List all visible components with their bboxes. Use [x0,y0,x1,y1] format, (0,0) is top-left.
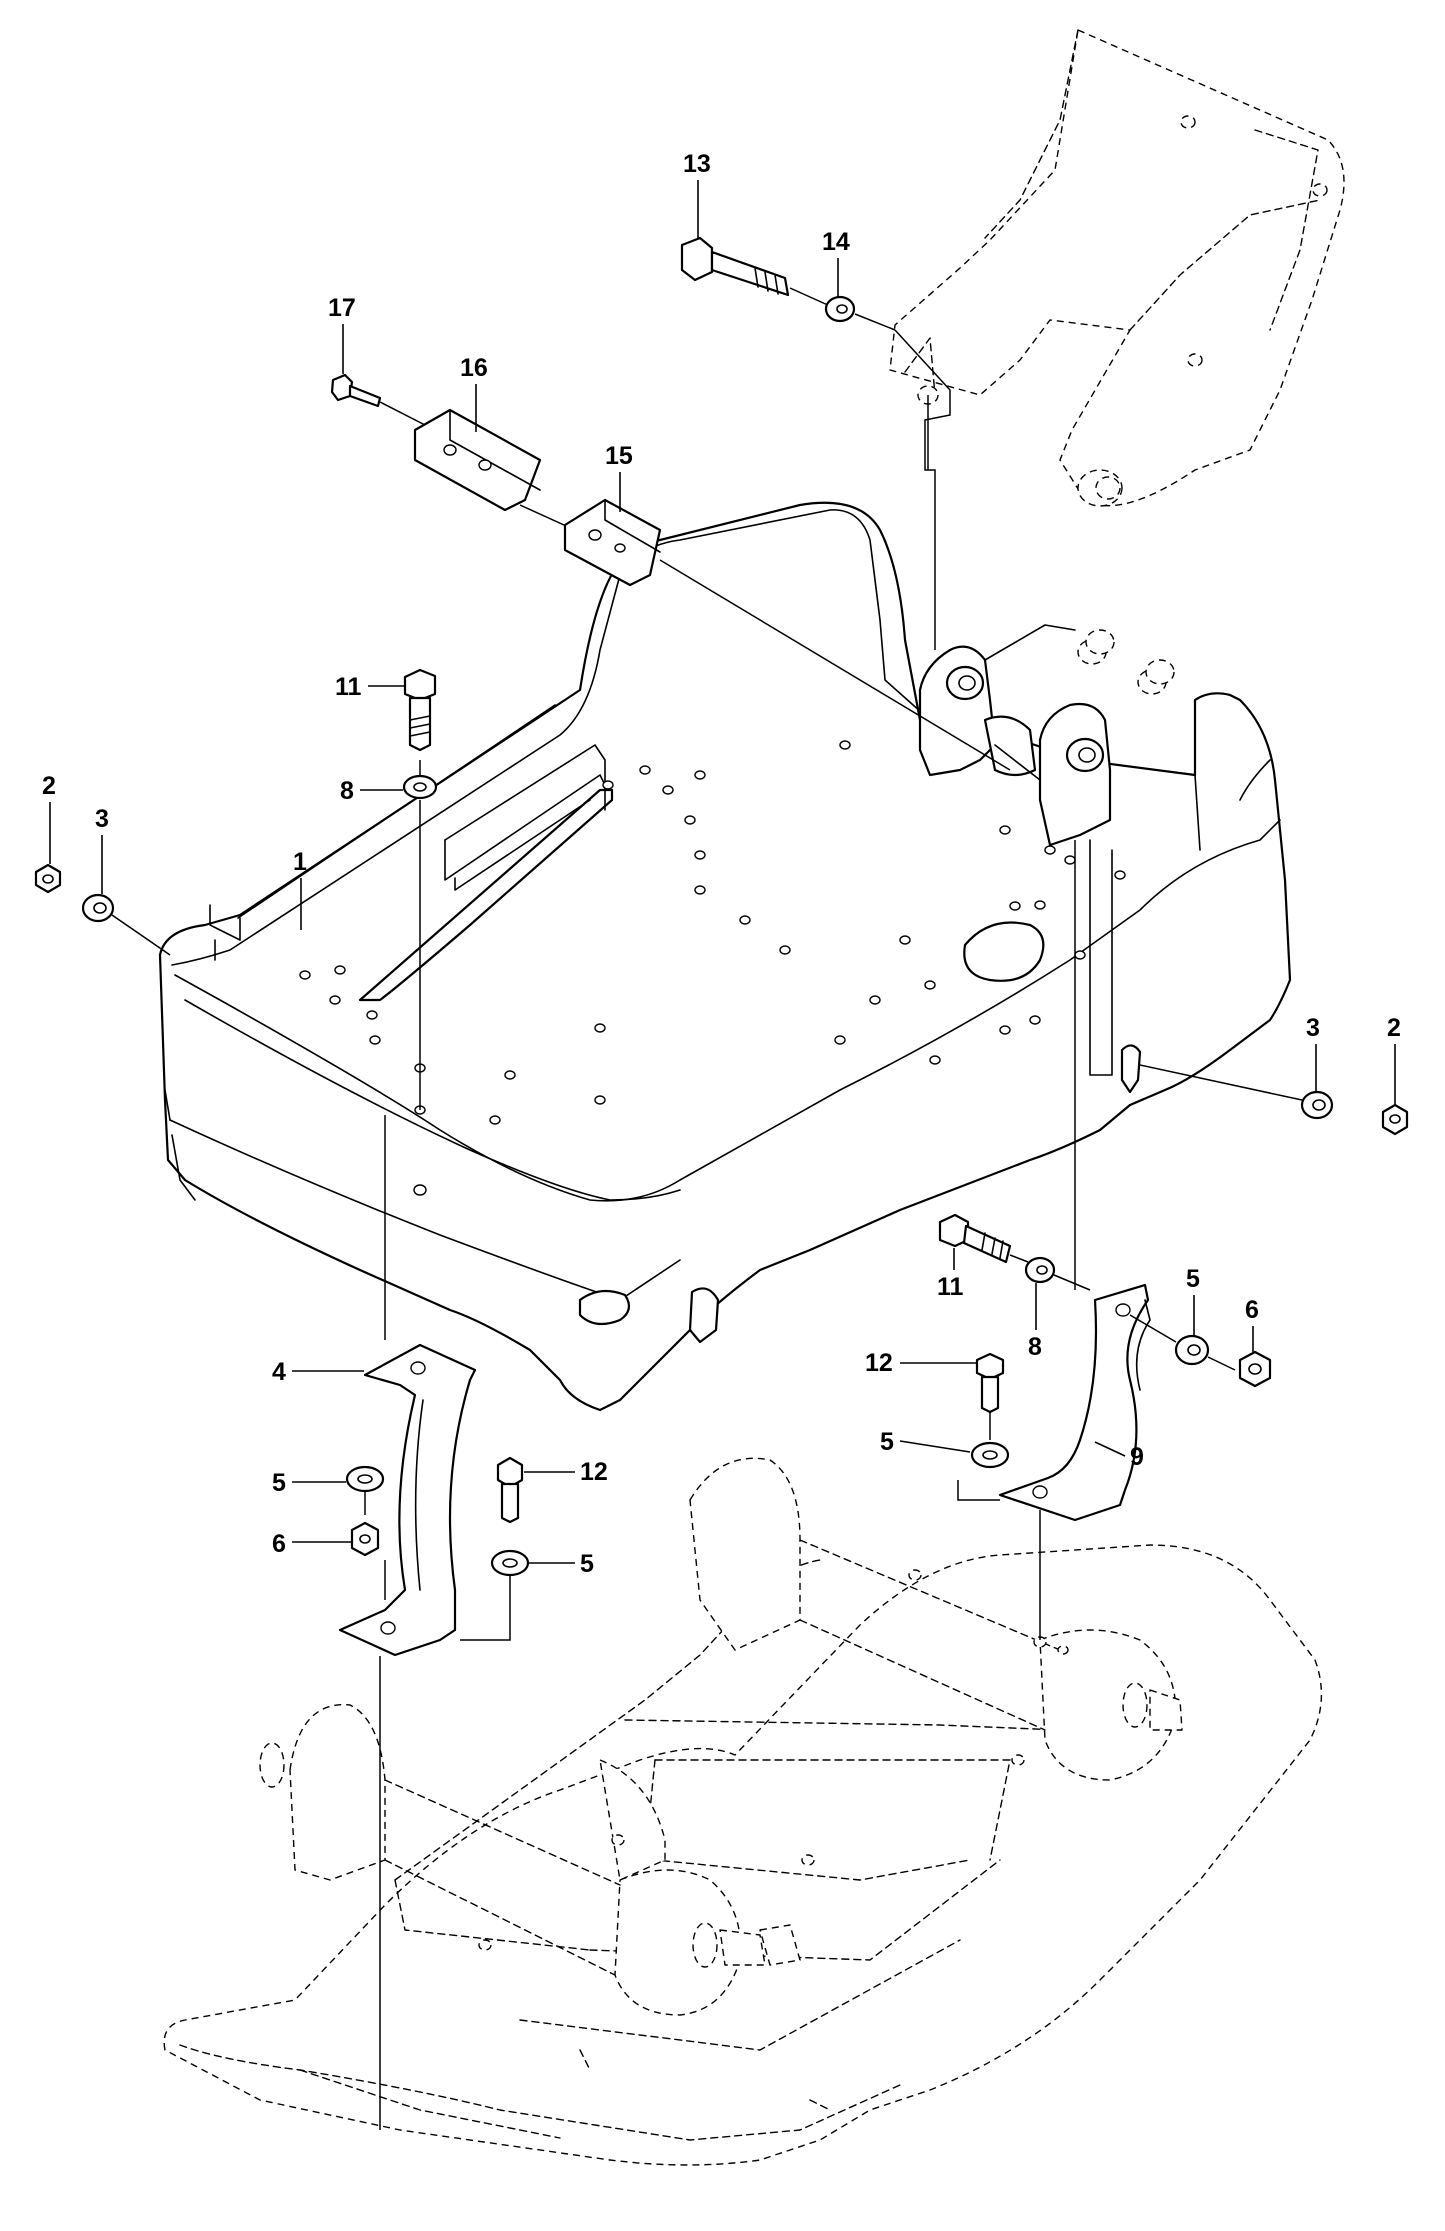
tray-holes [299,740,1126,1196]
callout-9: 9 [1094,1441,1144,1471]
callout-12-right: 12 [865,1349,976,1377]
callout-12-left: 12 [524,1458,608,1486]
washer-part-14 [824,295,896,331]
svg-text:6: 6 [1245,1296,1259,1324]
washer-part-5-left [345,1465,385,1515]
callout-13: 13 [683,150,711,238]
callout-11-upper: 11 [335,673,404,701]
svg-text:12: 12 [865,1349,893,1377]
svg-text:5: 5 [272,1469,286,1497]
main-tray-part-1 [158,501,1292,1412]
callout-16: 16 [460,354,488,432]
svg-text:5: 5 [1186,1265,1200,1293]
nut-part-2-left [34,863,62,894]
svg-text:3: 3 [95,805,109,833]
svg-text:8: 8 [1028,1333,1042,1361]
bracket-part-9 [998,1283,1151,1522]
block-part-16 [413,408,576,531]
callout-2-right: 2 [1387,1014,1401,1104]
callout-4: 4 [272,1358,364,1386]
svg-text:12: 12 [580,1458,608,1486]
bolt-part-17 [330,373,426,426]
svg-text:13: 13 [683,150,711,178]
svg-text:5: 5 [880,1428,894,1456]
svg-text:15: 15 [605,442,633,470]
callout-1: 1 [293,848,307,930]
handle-outline-dashed [889,29,1345,695]
bracket-part-4 [338,1343,477,1657]
block-part-15 [563,498,1011,771]
callout-15: 15 [605,442,633,512]
bolt-part-11-upper [403,668,437,752]
washer-part-3-left [81,893,171,956]
svg-text:6: 6 [272,1530,286,1558]
callout-3-right: 3 [1306,1014,1320,1092]
bolt-part-13 [680,236,831,307]
callout-5-right-lower: 5 [880,1428,971,1456]
svg-text:11: 11 [937,1273,964,1301]
svg-text:17: 17 [328,294,356,322]
callout-6-left: 6 [272,1530,352,1558]
svg-text:8: 8 [340,777,354,805]
svg-text:1: 1 [293,848,307,876]
svg-text:14: 14 [822,228,850,256]
callout-14: 14 [822,228,850,298]
bolt-part-12-right [975,1352,1005,1440]
svg-text:2: 2 [42,772,56,800]
svg-text:3: 3 [1306,1014,1320,1042]
svg-text:2: 2 [1387,1014,1401,1042]
callout-3-left: 3 [95,805,109,894]
base-plate-outline-dashed [163,1457,1323,2166]
callout-5-left: 5 [272,1469,346,1497]
callout-5-left-lower: 5 [528,1550,594,1578]
callout-6-right: 6 [1245,1296,1259,1352]
washer-part-8-lower [1024,1256,1091,1291]
callout-5-right: 5 [1186,1265,1200,1336]
washer-part-5-left-lower [460,1549,530,1641]
callout-2-left: 2 [42,772,56,864]
callout-8-lower: 8 [1028,1283,1042,1361]
svg-text:5: 5 [580,1550,594,1578]
nut-part-6-left [350,1521,380,1557]
nut-part-2-right [1381,1103,1409,1136]
svg-text:16: 16 [460,354,488,382]
washer-part-5-right-lower [957,1441,1010,1501]
svg-text:11: 11 [335,673,362,701]
washer-part-8-upper [402,760,438,1110]
nut-part-6-right [1238,1350,1272,1388]
callout-17: 17 [328,294,356,374]
svg-text:4: 4 [272,1358,286,1386]
bolt-part-11-lower [938,1213,1029,1264]
assembly-lines [379,329,1076,2130]
washer-part-5-right [1129,1314,1236,1371]
washer-part-3-right [1139,1064,1334,1120]
bolt-part-12-left [496,1456,524,1524]
callouts: 13 14 17 16 15 11 8 2 [42,150,1401,1578]
callout-11-lower: 11 [937,1248,964,1301]
svg-text:9: 9 [1130,1443,1144,1471]
callout-8-upper: 8 [340,777,403,805]
